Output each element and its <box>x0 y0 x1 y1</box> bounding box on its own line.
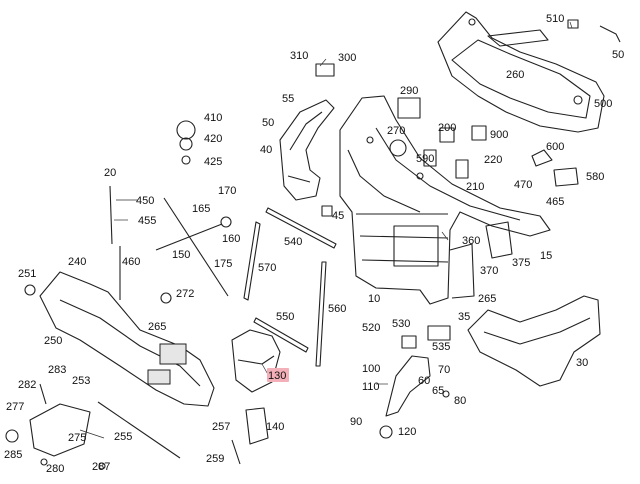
callout-55: 55 <box>282 93 294 105</box>
callout-20: 20 <box>104 167 116 179</box>
callout-45: 45 <box>332 210 344 222</box>
callout-420: 420 <box>204 133 222 145</box>
callout-270: 270 <box>387 125 405 137</box>
callout-175: 175 <box>214 258 232 270</box>
callout-285: 285 <box>4 449 22 461</box>
seal-550 <box>253 317 309 353</box>
callout-253: 253 <box>72 375 90 387</box>
callout-35: 35 <box>458 311 470 323</box>
small-hardware <box>5 19 621 470</box>
callout-550: 550 <box>276 311 294 323</box>
callout-560: 560 <box>328 303 346 315</box>
callout-530: 530 <box>392 318 410 330</box>
callout-280: 280 <box>46 463 64 475</box>
callout-277: 277 <box>6 401 24 413</box>
callout-282: 282 <box>18 379 36 391</box>
callout-130: 130 <box>268 370 286 382</box>
callout-283: 283 <box>48 364 66 376</box>
callout-540: 540 <box>284 236 302 248</box>
callout-570: 570 <box>258 262 276 274</box>
callout-600: 600 <box>546 141 564 153</box>
callout-272: 272 <box>176 288 194 300</box>
rod-255 <box>97 401 181 459</box>
callout-110: 110 <box>362 381 380 393</box>
callout-100: 100 <box>362 363 380 375</box>
callout-60: 60 <box>418 375 430 387</box>
callout-150: 150 <box>172 249 190 261</box>
rod-150b <box>155 223 223 251</box>
part-right-support-30 <box>467 295 601 387</box>
part-left-support-40 <box>279 99 335 201</box>
callout-10: 10 <box>368 293 380 305</box>
callout-260: 260 <box>506 69 524 81</box>
callout-50-top: 50 <box>612 49 624 61</box>
callout-170: 170 <box>218 185 236 197</box>
seal-540 <box>265 207 337 249</box>
part-upper-crossmember <box>437 11 605 133</box>
seal-560 <box>315 261 327 367</box>
callout-265-right: 265 <box>478 293 496 305</box>
callout-240: 240 <box>68 256 86 268</box>
callout-470: 470 <box>514 179 532 191</box>
callout-520: 520 <box>362 322 380 334</box>
callout-370: 370 <box>480 265 498 277</box>
callout-65: 65 <box>432 385 444 397</box>
callout-310: 310 <box>290 50 308 62</box>
callout-251: 251 <box>18 268 36 280</box>
callout-360: 360 <box>462 235 480 247</box>
part-bracket-60 <box>385 355 431 417</box>
callout-465: 465 <box>546 196 564 208</box>
callout-70: 70 <box>438 364 450 376</box>
callout-450: 450 <box>136 195 154 207</box>
callout-259: 259 <box>206 453 224 465</box>
callout-287: 287 <box>92 461 110 473</box>
part-bracket-140 <box>245 407 269 445</box>
callout-290: 290 <box>400 85 418 97</box>
callout-500: 500 <box>594 98 612 110</box>
callout-120: 120 <box>398 426 416 438</box>
callout-275: 275 <box>68 432 86 444</box>
callout-40: 40 <box>260 144 272 156</box>
callout-90: 90 <box>350 416 362 428</box>
callout-900: 900 <box>490 129 508 141</box>
callout-425: 425 <box>204 156 222 168</box>
callout-80: 80 <box>454 395 466 407</box>
leader-lines <box>79 21 573 439</box>
callout-255: 255 <box>114 431 132 443</box>
callout-460: 460 <box>122 256 140 268</box>
callout-160: 160 <box>222 233 240 245</box>
callout-15: 15 <box>540 250 552 262</box>
callout-50: 50 <box>262 117 274 129</box>
seal-570 <box>243 221 261 301</box>
highlight-130 <box>267 368 289 382</box>
rod-150 <box>163 197 229 297</box>
callout-labels: 510 50 310 300 260 500 290 55 410 50 420… <box>4 13 624 475</box>
part-bracket-130 <box>231 329 281 393</box>
callout-200: 200 <box>438 122 456 134</box>
callout-300: 300 <box>338 52 356 64</box>
callout-210: 210 <box>466 181 484 193</box>
part-lower-crossmember-250 <box>39 271 215 407</box>
callout-257: 257 <box>212 421 230 433</box>
callout-30: 30 <box>576 357 588 369</box>
callout-250: 250 <box>44 335 62 347</box>
part-bracket-275 <box>29 403 91 457</box>
callout-220: 220 <box>484 154 502 166</box>
callout-590: 590 <box>416 153 434 165</box>
callout-375: 375 <box>512 257 530 269</box>
callout-455: 455 <box>138 215 156 227</box>
callout-580: 580 <box>586 171 604 183</box>
part-front-carrier-10 <box>339 95 551 305</box>
part-bracket-360 <box>485 221 513 259</box>
callout-140: 140 <box>266 421 284 433</box>
rod-257 <box>231 439 241 465</box>
callout-510: 510 <box>546 13 564 25</box>
callout-265-left: 265 <box>148 321 166 333</box>
callout-535: 535 <box>432 341 450 353</box>
callout-165: 165 <box>192 203 210 215</box>
callout-410: 410 <box>204 112 222 124</box>
rod-20 <box>109 185 113 245</box>
